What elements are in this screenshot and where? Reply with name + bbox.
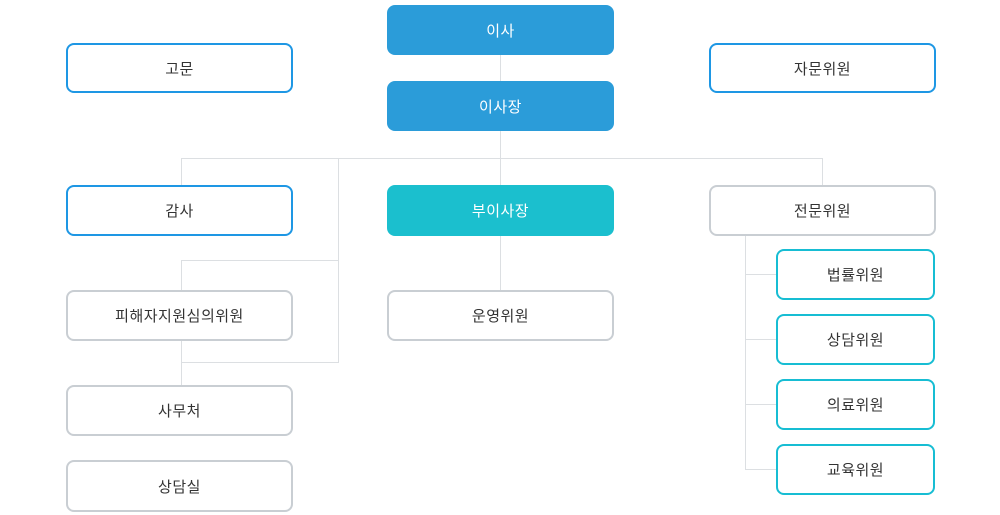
node-secretariat: 사무처 bbox=[66, 385, 293, 436]
node-victim-support-review-committee: 피해자지원심의위원 bbox=[66, 290, 293, 341]
connector-branch-secretariat bbox=[181, 362, 339, 363]
node-education-committee: 교육위원 bbox=[776, 444, 935, 495]
node-counseling-committee: 상담위원 bbox=[776, 314, 935, 365]
connector-drop-auditor bbox=[181, 158, 182, 185]
connector-stub-medical bbox=[745, 404, 776, 405]
connector-vice-steering bbox=[500, 236, 501, 290]
node-steering-committee: 운영위원 bbox=[387, 290, 614, 341]
connector-main-horizontal bbox=[181, 158, 822, 159]
node-director: 이사 bbox=[387, 5, 614, 55]
connector-drop-victim bbox=[181, 260, 182, 290]
connector-right-trunk bbox=[745, 236, 746, 470]
node-expert-committee: 전문위원 bbox=[709, 185, 936, 236]
connector-drop-expert bbox=[822, 158, 823, 185]
connector-stub-legal bbox=[745, 274, 776, 275]
node-advisor: 고문 bbox=[66, 43, 293, 93]
node-chairman: 이사장 bbox=[387, 81, 614, 131]
node-advisory-committee: 자문위원 bbox=[709, 43, 936, 93]
node-vice-chairman: 부이사장 bbox=[387, 185, 614, 236]
node-auditor: 감사 bbox=[66, 185, 293, 236]
connector-stub-education bbox=[745, 469, 776, 470]
connector-branch-victim bbox=[181, 260, 339, 261]
connector-victim-secretariat bbox=[181, 341, 182, 385]
node-legal-committee: 법률위원 bbox=[776, 249, 935, 300]
connector-stub-counseling bbox=[745, 339, 776, 340]
node-counseling-room: 상담실 bbox=[66, 460, 293, 512]
node-medical-committee: 의료위원 bbox=[776, 379, 935, 430]
connector-director-chairman bbox=[500, 55, 501, 81]
